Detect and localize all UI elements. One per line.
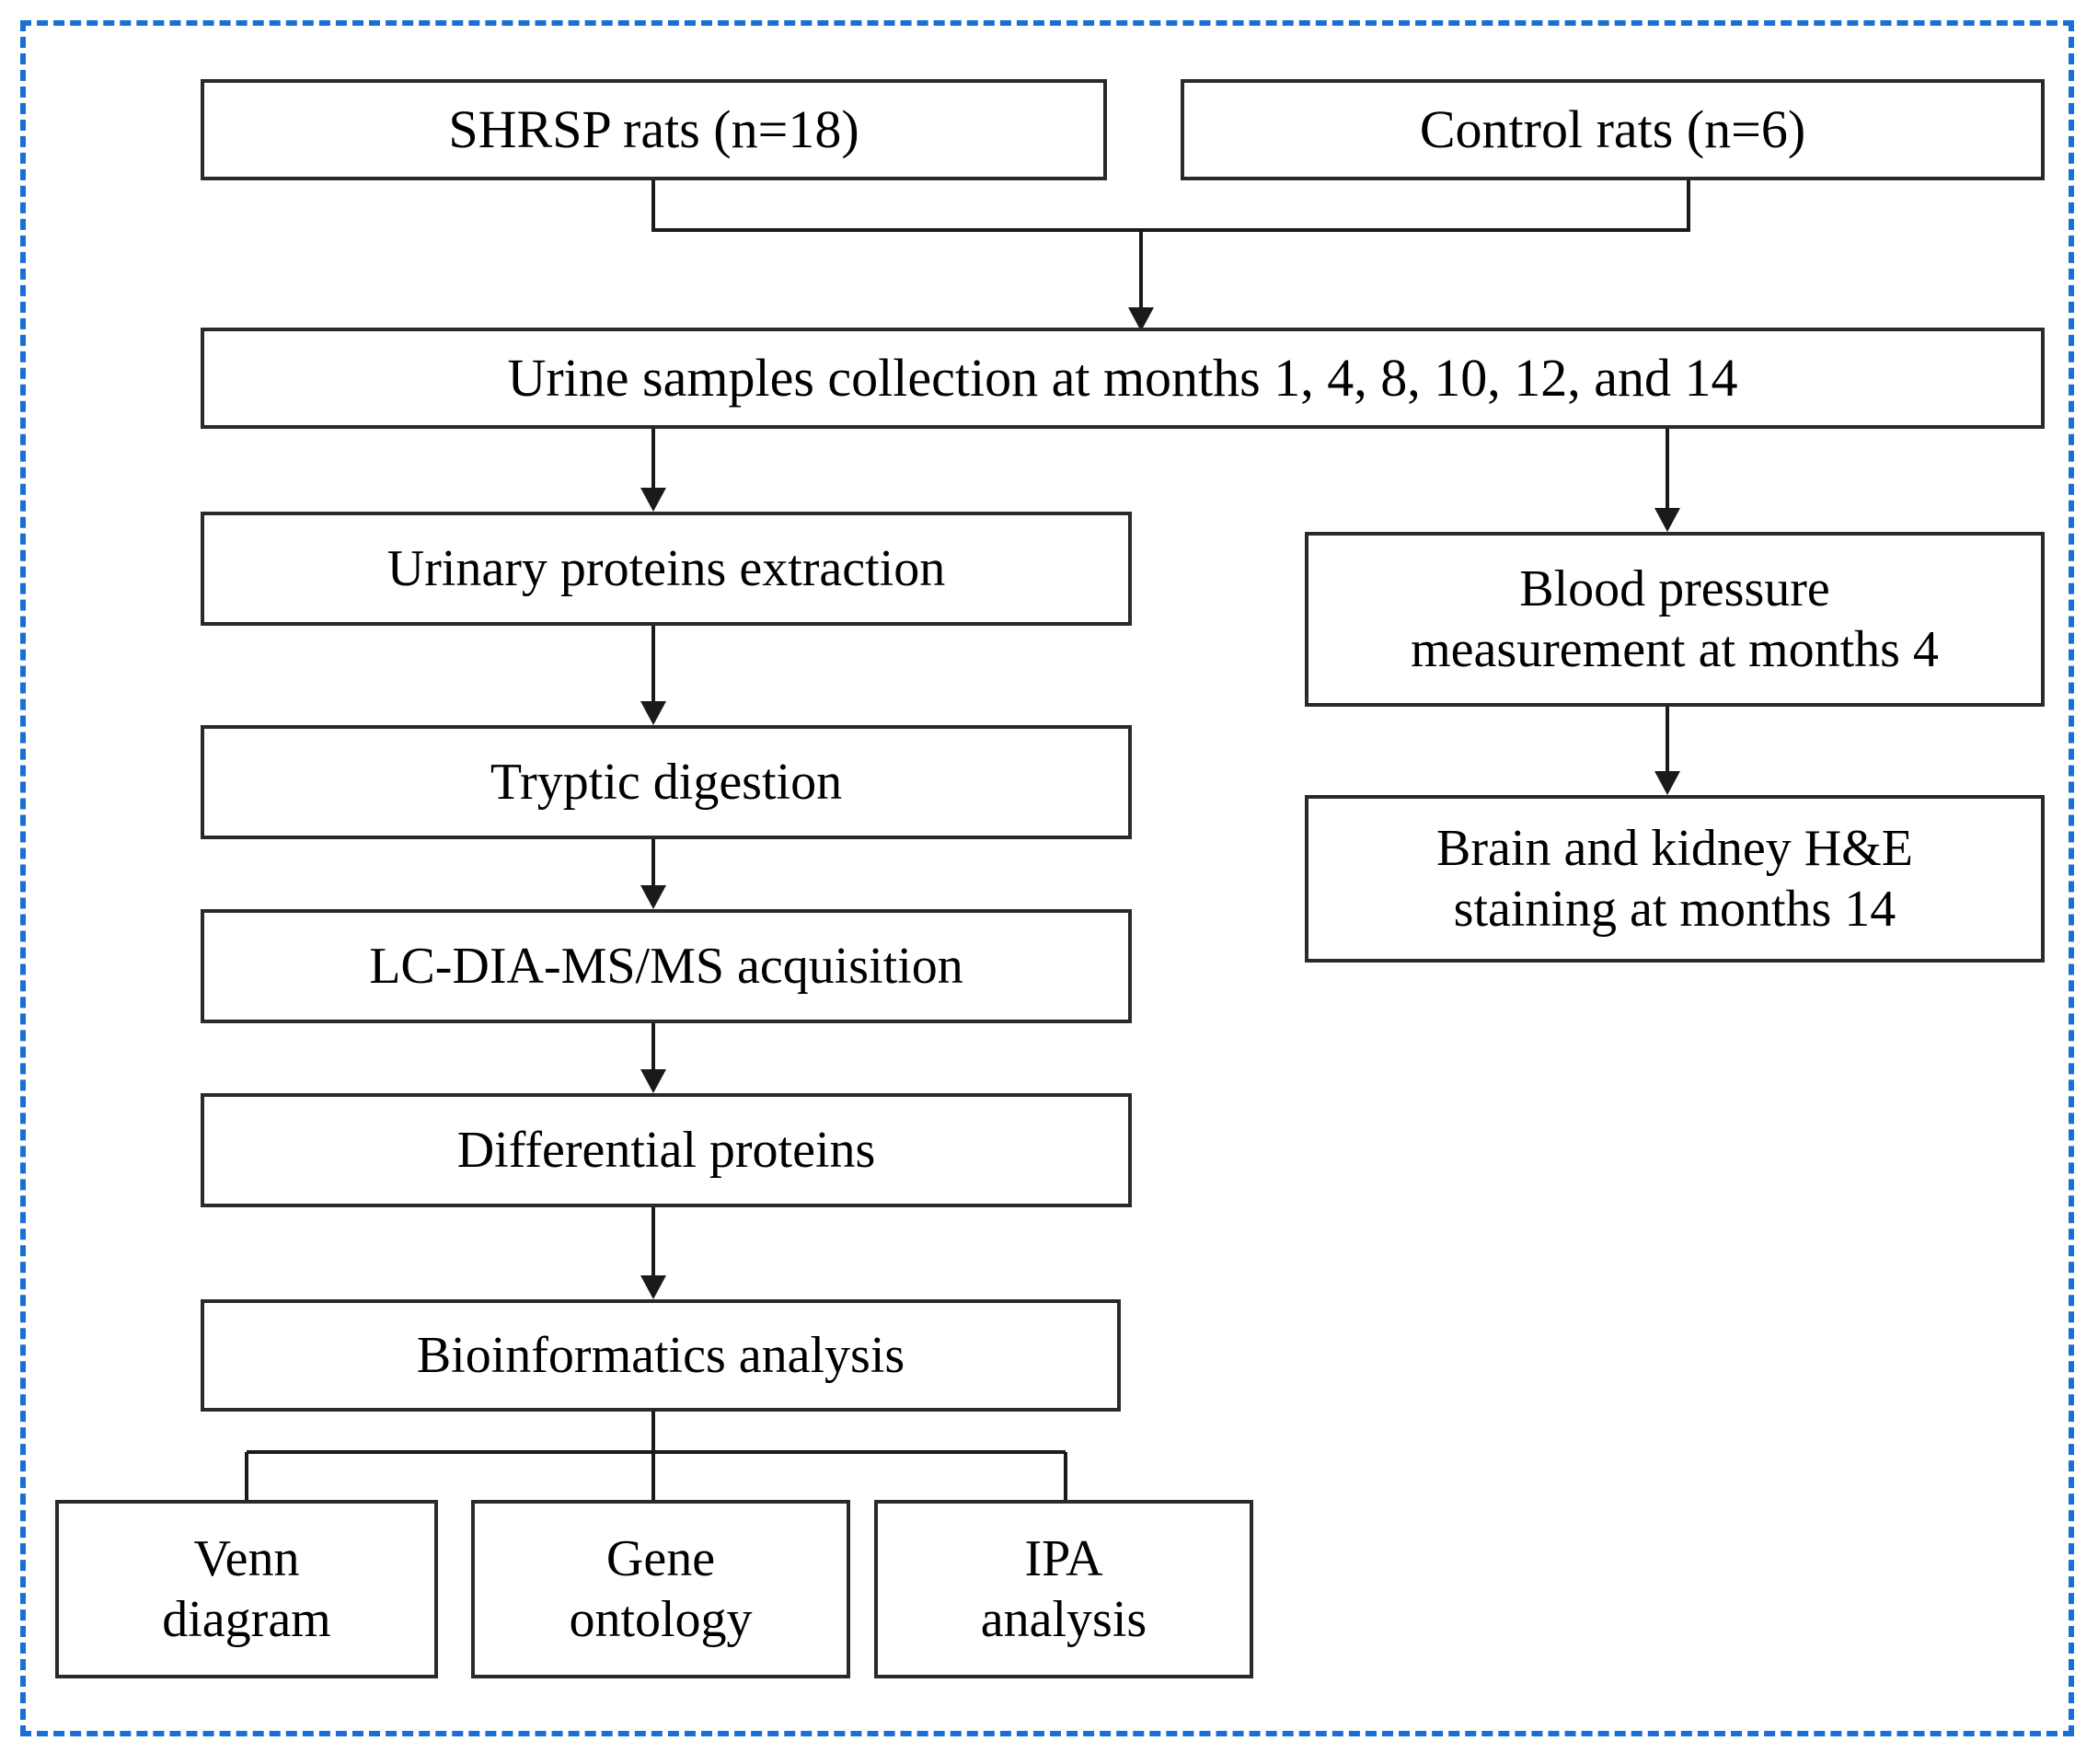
node-urine-collection[interactable]: Urine samples collection at months 1, 4,… (201, 328, 2045, 429)
edge-bioinformatics-split (245, 1412, 1067, 1500)
node-tryptic-digestion[interactable]: Tryptic digestion (201, 725, 1132, 839)
node-venn-diagram[interactable]: Venn diagram (55, 1500, 438, 1678)
edge-differential-to-bioinformatics (640, 1207, 666, 1299)
node-differential-proteins[interactable]: Differential proteins (201, 1093, 1132, 1207)
node-he-staining[interactable]: Brain and kidney H&E staining at months … (1305, 795, 2045, 963)
edge-urine-to-bp (1654, 429, 1680, 532)
node-bioinformatics-analysis-label: Bioinformatics analysis (416, 1326, 905, 1384)
node-blood-pressure[interactable]: Blood pressure measurement at months 4 (1305, 532, 2045, 707)
node-differential-proteins-label: Differential proteins (456, 1121, 876, 1179)
edge-merge-to-urine (1128, 230, 1154, 331)
edge-control-to-merge (1141, 180, 1690, 232)
node-venn-diagram-label: Venn diagram (162, 1529, 331, 1648)
node-ms-acquisition[interactable]: LC-DIA-MS/MS acquisition (201, 909, 1132, 1023)
edge-ms-to-differential (640, 1023, 666, 1093)
node-blood-pressure-label: Blood pressure measurement at months 4 (1411, 559, 1939, 678)
node-protein-extraction-label: Urinary proteins extraction (386, 539, 946, 597)
node-shrsp-rats[interactable]: SHRSP rats (n=18) (201, 79, 1107, 180)
node-protein-extraction[interactable]: Urinary proteins extraction (201, 512, 1132, 626)
node-gene-ontology[interactable]: Gene ontology (471, 1500, 850, 1678)
node-gene-ontology-label: Gene ontology (569, 1529, 753, 1648)
edge-shrsp-to-merge (651, 180, 1141, 232)
node-tryptic-digestion-label: Tryptic digestion (490, 753, 843, 811)
edge-bp-to-staining (1654, 707, 1680, 795)
node-ipa-analysis-label: IPA analysis (980, 1529, 1147, 1648)
edge-extraction-to-digestion (640, 626, 666, 725)
edge-digestion-to-ms (640, 839, 666, 909)
node-urine-collection-label: Urine samples collection at months 1, 4,… (507, 347, 1738, 408)
node-shrsp-rats-label: SHRSP rats (n=18) (448, 98, 859, 159)
node-ipa-analysis[interactable]: IPA analysis (874, 1500, 1253, 1678)
node-he-staining-label: Brain and kidney H&E staining at months … (1436, 819, 1913, 938)
node-bioinformatics-analysis[interactable]: Bioinformatics analysis (201, 1299, 1121, 1412)
edge-urine-to-extraction (640, 429, 666, 512)
node-control-rats-label: Control rats (n=6) (1419, 98, 1806, 159)
node-ms-acquisition-label: LC-DIA-MS/MS acquisition (369, 937, 963, 995)
node-control-rats[interactable]: Control rats (n=6) (1181, 79, 2045, 180)
